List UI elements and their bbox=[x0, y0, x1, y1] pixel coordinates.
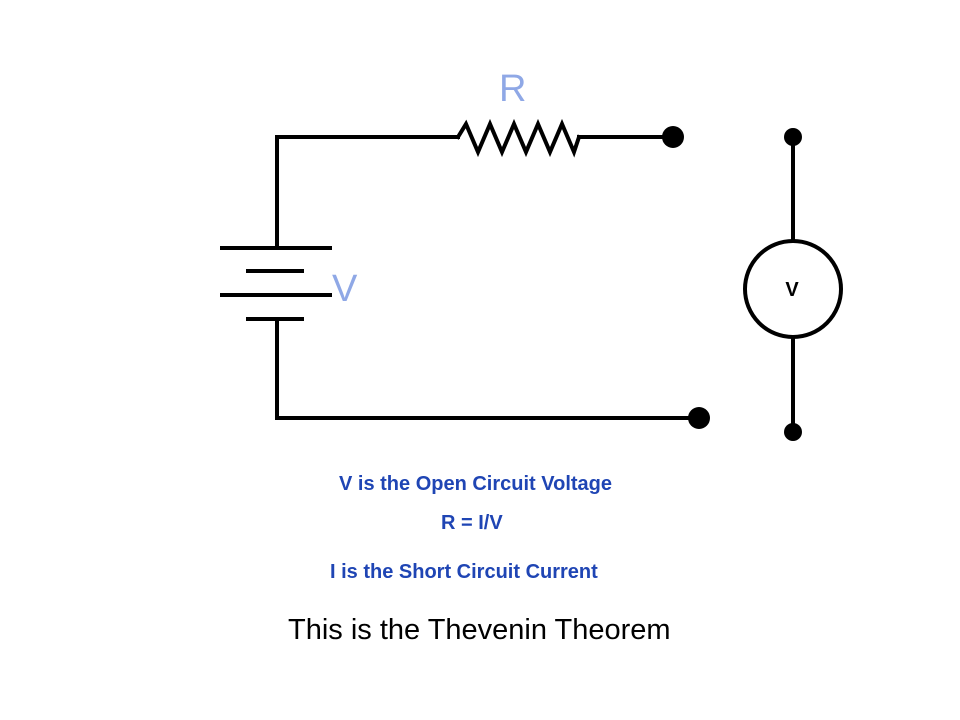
source-voltage-label: V bbox=[332, 268, 358, 310]
short-circuit-current-caption: I is the Short Circuit Current bbox=[330, 561, 598, 583]
top-left-wire bbox=[275, 135, 460, 250]
voltmeter-label: V bbox=[785, 279, 799, 301]
bottom-terminal bbox=[688, 407, 710, 429]
bottom-wire bbox=[275, 317, 700, 420]
resistor-symbol bbox=[455, 118, 582, 158]
resistor-label: R bbox=[499, 68, 526, 110]
voltmeter-bottom-terminal bbox=[784, 423, 802, 441]
open-circuit-voltage-caption: V is the Open Circuit Voltage bbox=[339, 473, 613, 495]
resistance-formula-caption: R = I/V bbox=[441, 512, 503, 534]
slide-title: This is the Thevenin Theorem bbox=[288, 614, 671, 646]
top-terminal bbox=[662, 126, 684, 148]
